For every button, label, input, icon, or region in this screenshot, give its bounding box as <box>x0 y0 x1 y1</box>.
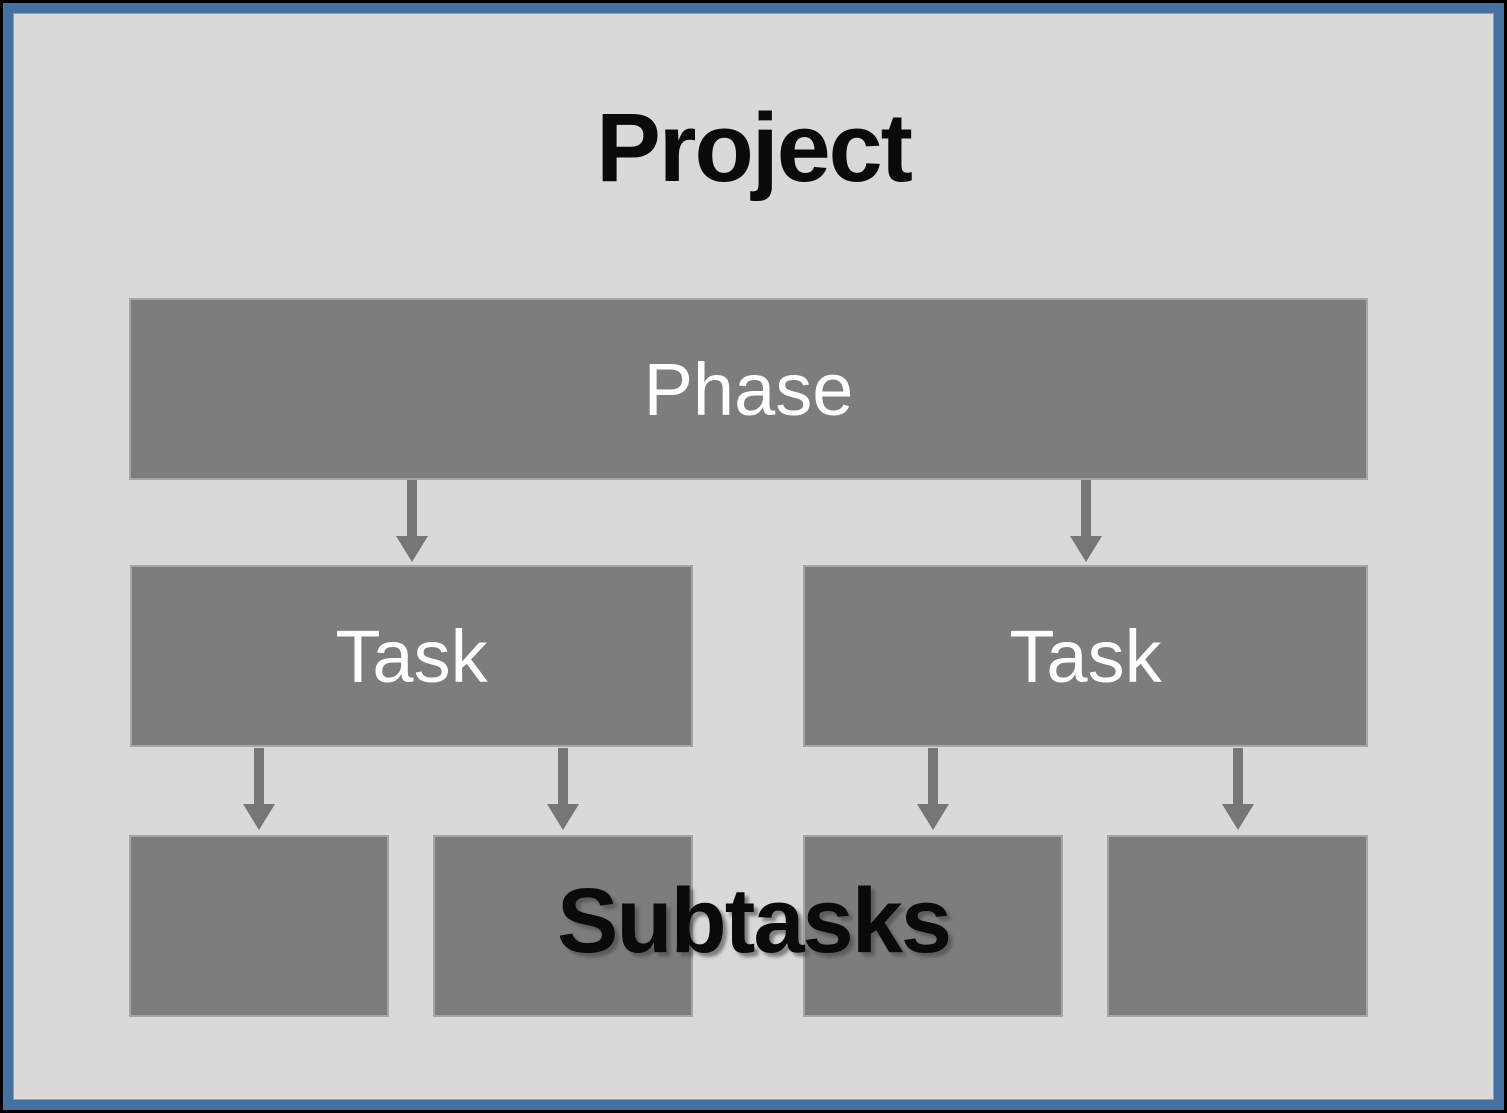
arrow-head <box>917 804 949 830</box>
arrow-head <box>1222 804 1254 830</box>
arrow-phase-to-task-left-icon <box>396 480 428 562</box>
arrow-head <box>396 536 428 562</box>
subtask-node-1 <box>129 835 389 1017</box>
task-node-right: Task <box>803 565 1368 747</box>
arrow-task-right-to-subtask3-icon <box>917 748 949 830</box>
arrow-stem <box>407 480 417 537</box>
task-node-right-label: Task <box>1009 614 1162 698</box>
diagram-title: Project <box>596 93 913 202</box>
subtask-node-3 <box>803 835 1063 1017</box>
phase-node: Phase <box>129 298 1368 480</box>
arrow-stem <box>254 748 264 805</box>
subtask-node-2 <box>433 835 693 1017</box>
subtasks-label: Subtasks <box>556 870 952 972</box>
arrow-task-left-to-subtask2-icon <box>547 748 579 830</box>
arrow-stem <box>928 748 938 805</box>
arrow-stem <box>1081 480 1091 537</box>
arrow-task-right-to-subtask4-icon <box>1222 748 1254 830</box>
arrow-head <box>547 804 579 830</box>
subtask-node-4 <box>1107 835 1368 1017</box>
task-node-left: Task <box>130 565 693 747</box>
arrow-head <box>243 804 275 830</box>
task-node-left-label: Task <box>335 614 488 698</box>
arrow-head <box>1070 536 1102 562</box>
arrow-stem <box>1233 748 1243 805</box>
arrow-phase-to-task-right-icon <box>1070 480 1102 562</box>
arrow-stem <box>558 748 568 805</box>
phase-node-label: Phase <box>643 347 854 431</box>
arrow-task-left-to-subtask1-icon <box>243 748 275 830</box>
